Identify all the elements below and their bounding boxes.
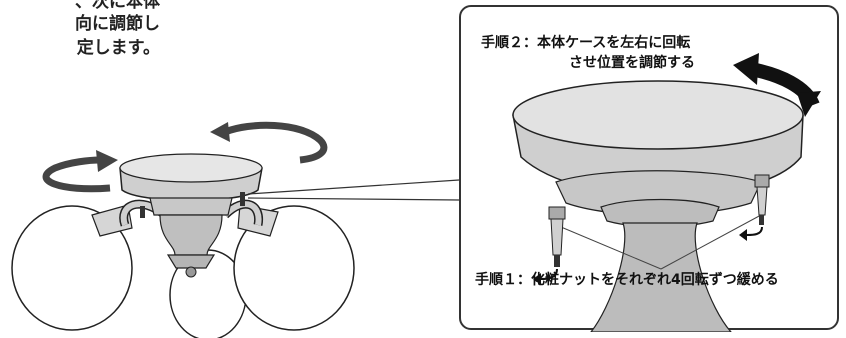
decorative-nut-right	[754, 174, 770, 225]
step-2-line-1: 手順２：本体ケースを左右に回転	[481, 35, 691, 51]
rotate-left-arrow-icon	[42, 150, 118, 193]
intro-line-1: 、次に本体	[75, 0, 160, 12]
intro-text: 、次に本体 向に調節し 定します。	[0, 0, 160, 80]
rotate-top-arrow-icon	[210, 121, 328, 164]
intro-line-2: 向に調節し	[75, 14, 160, 34]
screw-right	[240, 192, 245, 206]
step-2-line-2: させ位置を調節する	[569, 55, 695, 71]
loosen-arrow-left-icon	[533, 268, 558, 285]
detail-callout: 手順２：本体ケースを左右に回転 させ位置を調節する 手順１：化粧ナットをそれぞれ…	[459, 5, 839, 332]
step-2-label: 手順２：本体ケースを左右に回転 させ位置を調節する	[481, 33, 695, 73]
decorative-nut-left	[548, 206, 566, 267]
zoomed-body-case	[512, 53, 821, 332]
intro-line-3: 定します。	[76, 38, 160, 58]
loosen-arrow-right-icon	[739, 226, 763, 241]
step-1-label: 手順１：化粧ナットをそれぞれ4回転ずつ緩める	[475, 272, 779, 288]
globe-right	[233, 205, 355, 331]
screw-left	[140, 206, 145, 218]
body-case	[119, 153, 263, 278]
rotate-arrow-icon	[733, 53, 821, 117]
globe-left	[11, 205, 133, 331]
